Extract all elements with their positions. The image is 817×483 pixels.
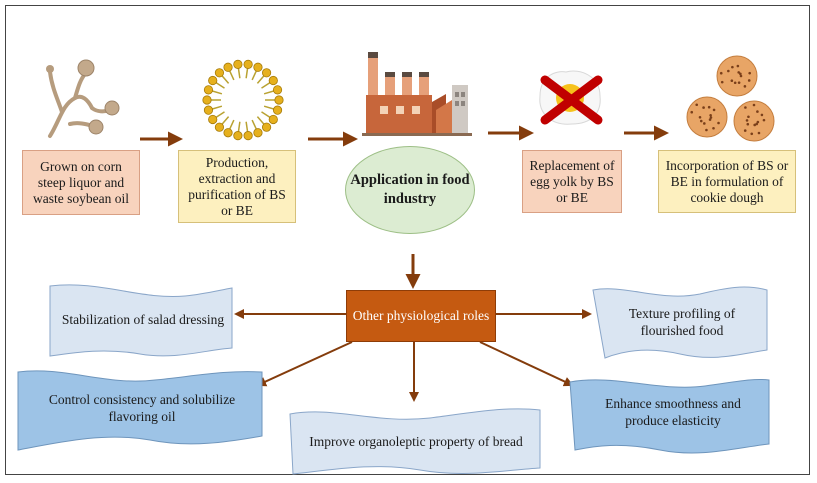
physiological-roles-hub: Other physiological roles xyxy=(346,290,496,342)
step-production-box: Production, extraction and purification … xyxy=(178,150,296,223)
role-salad-text: Stabilization of salad dressing xyxy=(61,311,225,327)
banner-salad xyxy=(49,284,233,357)
top-flow-arrows xyxy=(140,125,669,147)
figure-frame xyxy=(5,5,810,475)
factory-icon xyxy=(362,52,472,136)
micelle-icon xyxy=(202,59,284,141)
step-egg-replacement-box: Replacement of egg yolk by BS or BE xyxy=(522,150,622,213)
cookies-icon xyxy=(686,55,775,142)
banner-organoleptic xyxy=(289,408,541,475)
crossed-egg-icon xyxy=(539,70,603,125)
banner-texture xyxy=(592,286,768,359)
role-texture-text: Texture profiling of flourished food xyxy=(628,306,736,338)
banner-consistency xyxy=(17,370,263,451)
role-organoleptic-text: Improve organoleptic property of bread xyxy=(309,433,523,449)
step-growth-box: Grown on corn steep liquor and waste soy… xyxy=(22,150,140,215)
application-ellipse: Application in food industry xyxy=(345,146,475,234)
role-smoothness-text: Enhance smoothness and produce elasticit… xyxy=(605,396,741,428)
fungus-icon xyxy=(46,59,120,138)
banner-smoothness xyxy=(569,378,770,454)
hub-arrows xyxy=(234,309,592,402)
step-cookie-dough-box: Incorporation of BS or BE in formulation… xyxy=(658,150,796,213)
role-consistency-text: Control consistency and solubilize flavo… xyxy=(48,392,236,424)
